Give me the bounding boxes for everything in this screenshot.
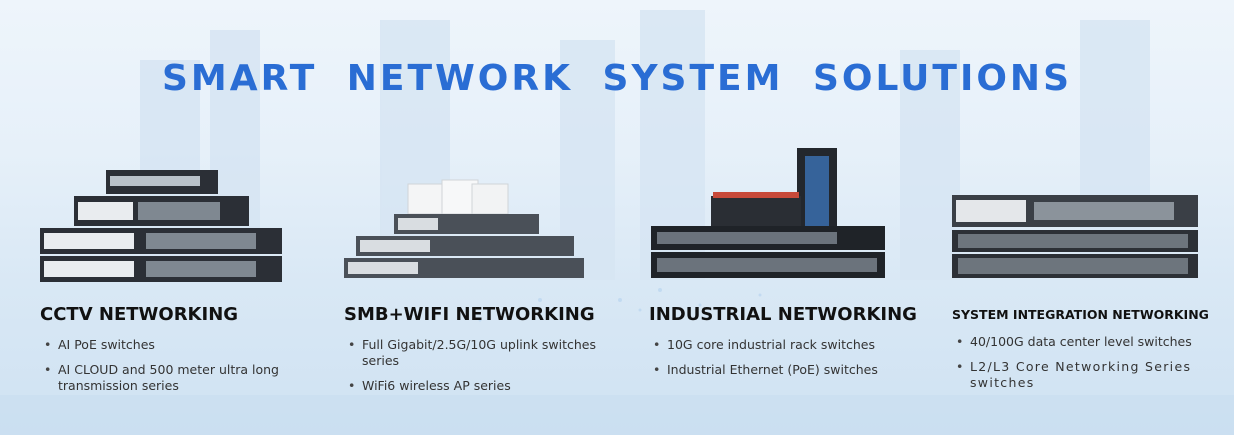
list-item: AI CLOUD and 500 meter ultra long transm… bbox=[40, 362, 320, 394]
list-item: WiFi6 wireless AP series bbox=[344, 378, 604, 394]
section-title: CCTV NETWORKING bbox=[40, 304, 239, 325]
datacenter-switch-image bbox=[950, 140, 1200, 290]
section-title: SMB+WIFI NETWORKING bbox=[344, 304, 595, 325]
industrial-switch-image bbox=[647, 140, 892, 290]
bullet-list: 10G core industrial rack switches Indust… bbox=[649, 337, 929, 378]
industrial-networking-section: INDUSTRIAL NETWORKING 10G core industria… bbox=[649, 304, 929, 387]
list-item: Full Gigabit/2.5G/10G uplink switches se… bbox=[344, 337, 604, 369]
bullet-list: Full Gigabit/2.5G/10G uplink switches se… bbox=[344, 337, 604, 394]
bullet-list: AI PoE switches AI CLOUD and 500 meter u… bbox=[40, 337, 320, 394]
banner-title: SMART NETWORK SYSTEM SOLUTIONS bbox=[161, 58, 1072, 99]
list-item: L2/L3 Core Networking Series switches bbox=[952, 359, 1212, 391]
cctv-networking-section: CCTV NETWORKING AI PoE switches AI CLOUD… bbox=[40, 304, 320, 403]
list-item: 40/100G data center level switches bbox=[952, 334, 1212, 350]
list-item: AI PoE switches bbox=[40, 337, 320, 353]
smb-wifi-networking-section: SMB+WIFI NETWORKING Full Gigabit/2.5G/10… bbox=[344, 304, 604, 403]
bullet-list: 40/100G data center level switches L2/L3… bbox=[952, 334, 1212, 391]
section-title: SYSTEM INTEGRATION NETWORKING bbox=[952, 307, 1209, 322]
list-item: 10G core industrial rack switches bbox=[649, 337, 929, 353]
cctv-switch-stack-image bbox=[38, 140, 283, 290]
section-title: INDUSTRIAL NETWORKING bbox=[649, 304, 917, 325]
smb-wifi-switch-image bbox=[342, 140, 587, 290]
system-integration-networking-section: SYSTEM INTEGRATION NETWORKING 40/100G da… bbox=[952, 304, 1212, 400]
list-item: Industrial Ethernet (PoE) switches bbox=[649, 362, 929, 378]
